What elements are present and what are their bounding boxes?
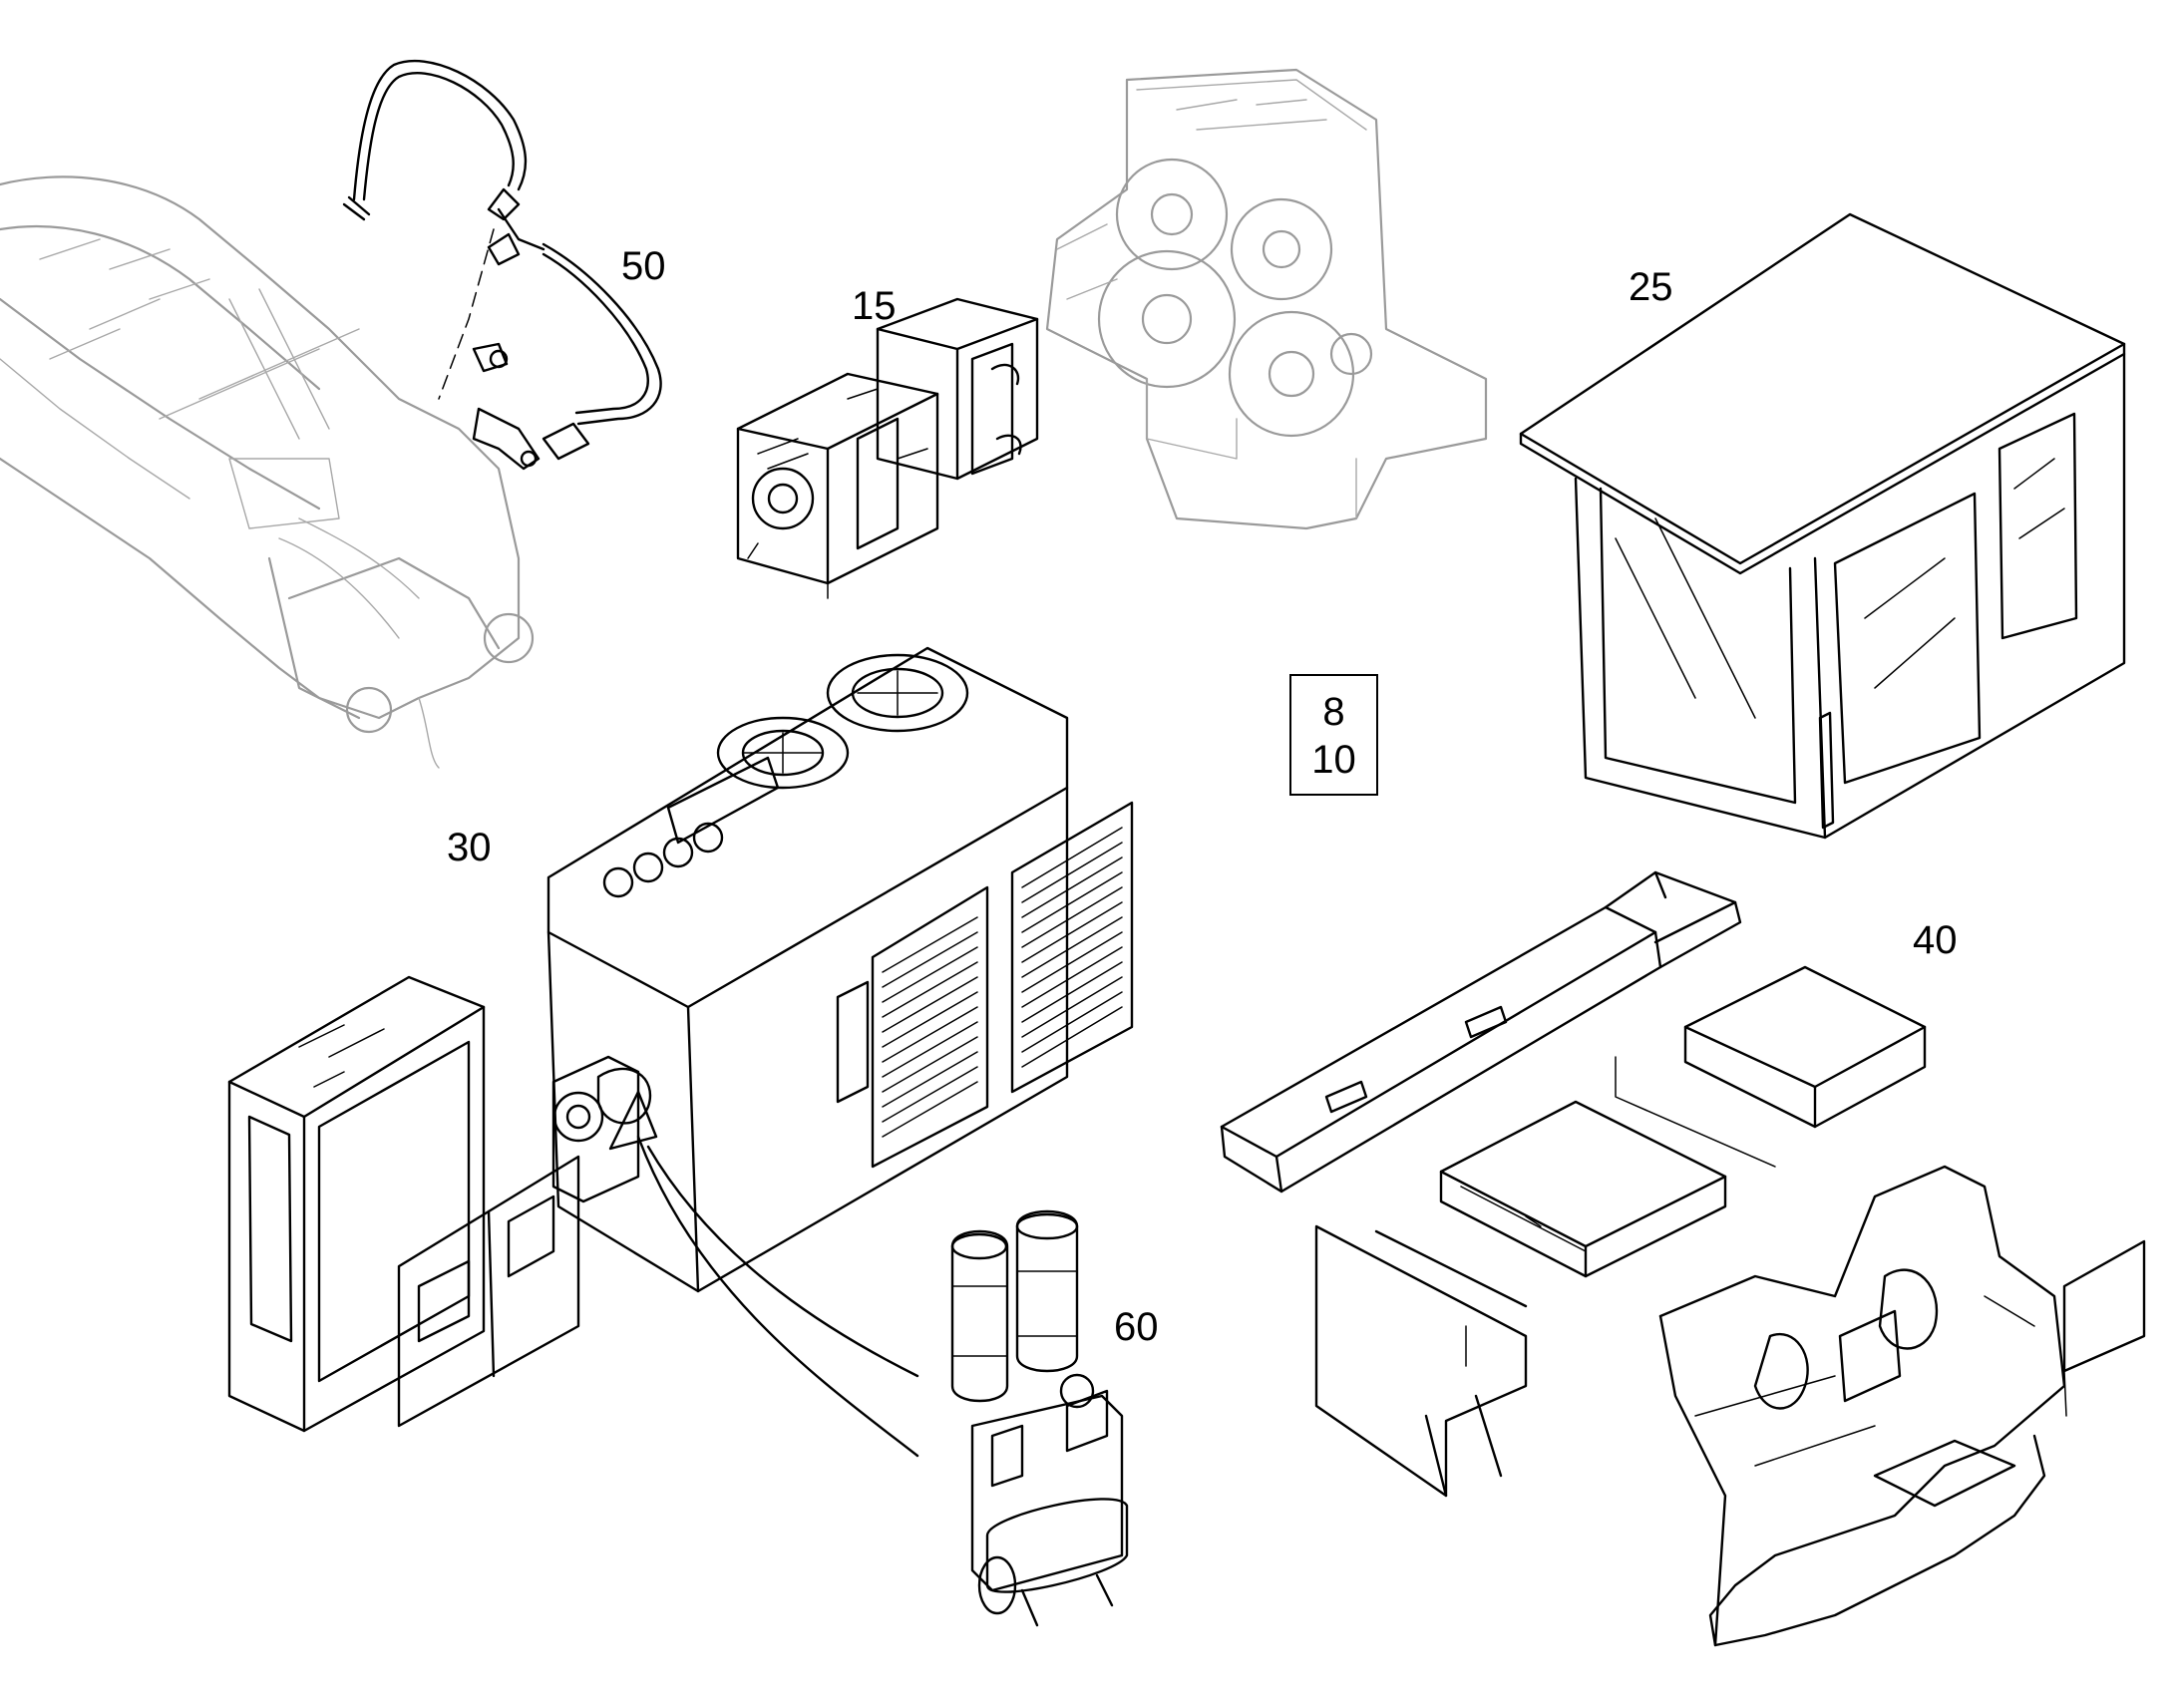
reference-box: 8 10: [1289, 674, 1378, 796]
reference-box-line-1: 8: [1322, 690, 1345, 734]
platforms-drawing: [1220, 870, 2146, 1647]
cab-drawing: [1519, 212, 2126, 840]
hose-assembly-drawing: [342, 59, 662, 471]
callout-15-pump: 15: [852, 284, 897, 328]
pump-drawing: [736, 297, 1039, 599]
callout-25-cab: 25: [1629, 265, 1673, 309]
callout-50-boom-hoses: 50: [621, 244, 666, 288]
gearbox-context: [1045, 68, 1488, 530]
reference-box-line-2: 10: [1311, 738, 1356, 782]
callout-40-platforms: 40: [1913, 918, 1958, 962]
callout-60-air-system: 60: [1114, 1305, 1159, 1349]
callout-30-frame: 30: [447, 826, 492, 869]
air-system-drawing: [950, 1209, 1129, 1627]
boom-arm-context: [0, 175, 535, 769]
door-frame-drawing: [227, 975, 580, 1433]
frame-drawing: [546, 646, 1134, 1458]
